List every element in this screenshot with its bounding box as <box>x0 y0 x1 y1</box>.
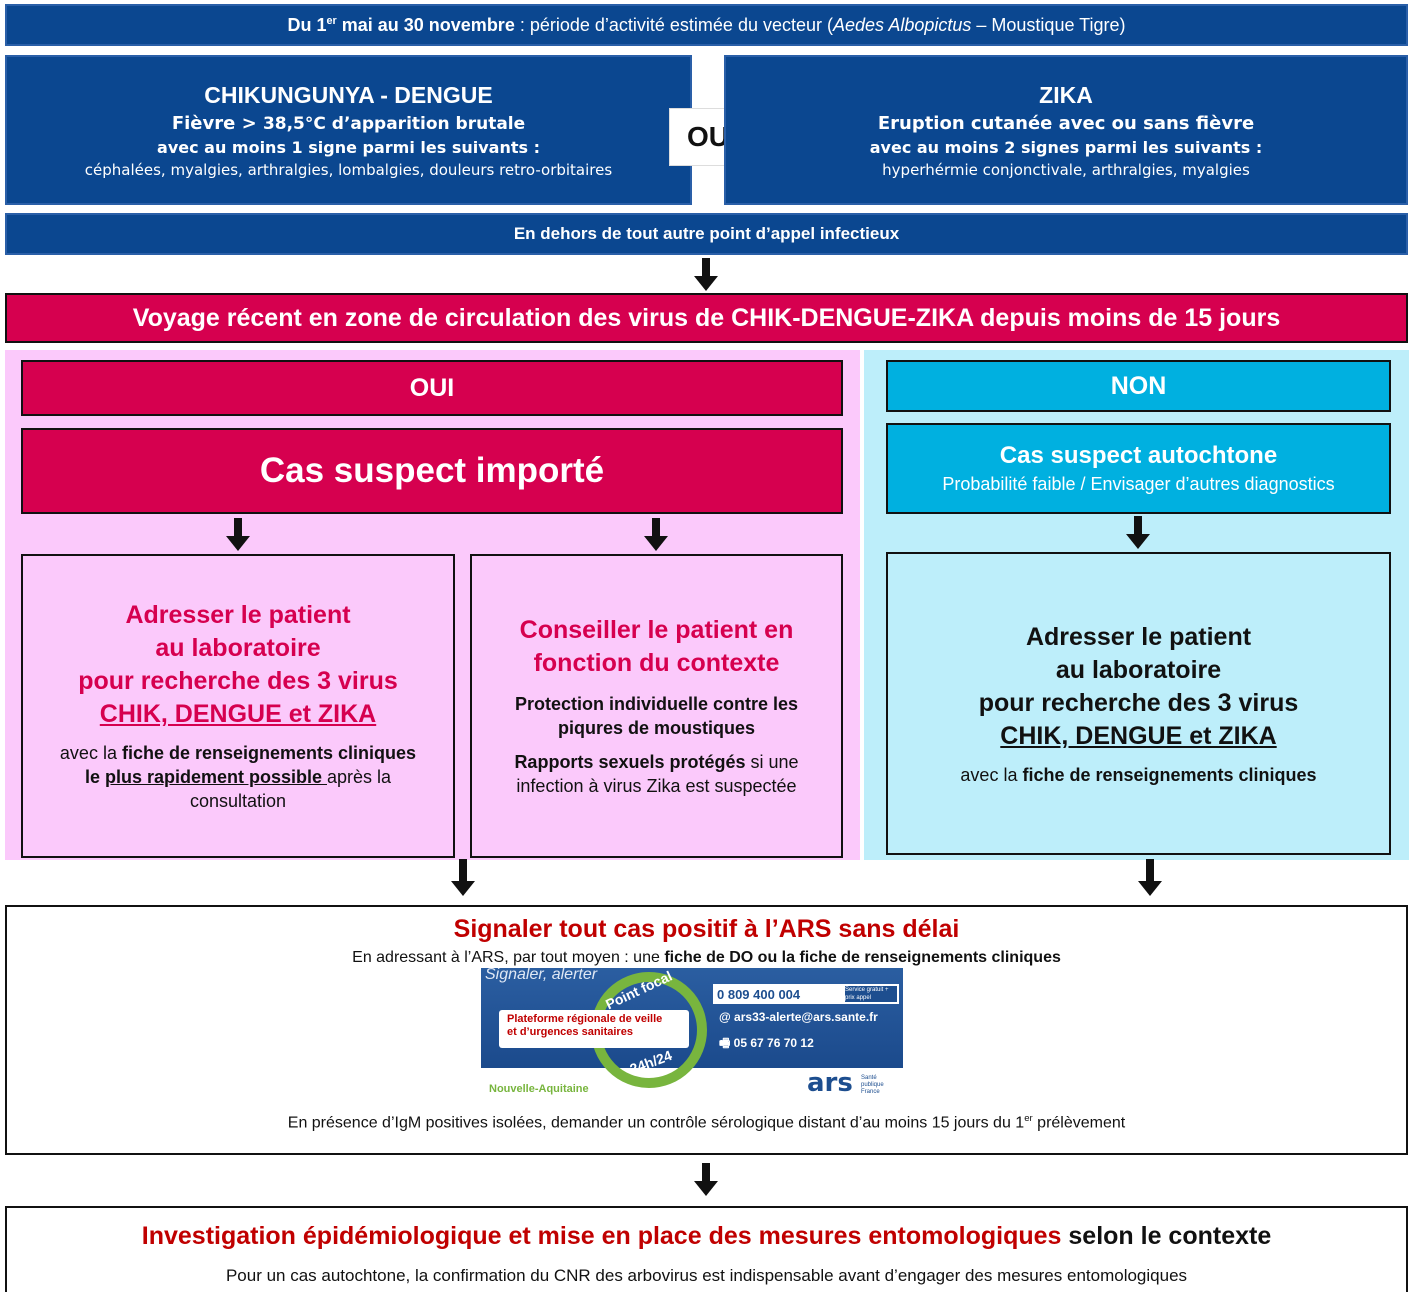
autochthonous-case-title: Cas suspect autochtone <box>999 442 1278 469</box>
arrow-down-icon <box>694 258 718 291</box>
lab-line-4: CHIK, DENGUE et ZIKA <box>99 700 377 728</box>
banner-header: Signaler, alerter <box>485 968 598 983</box>
phone-box: 0 809 400 004 Service gratuit + prix app… <box>713 984 899 1004</box>
oui-lab-referral-box: Adresser le patient au laboratoire pour … <box>21 554 455 858</box>
investigation-subtitle: Pour un cas autochtone, la confirmation … <box>225 1266 1188 1285</box>
arrow-down-icon <box>644 518 668 551</box>
species-name: Aedes Albopictus <box>832 14 972 35</box>
advice-sexual: Rapports sexuels protégés si une infecti… <box>514 752 799 796</box>
advice-line-2: fonction du contexte <box>533 649 780 677</box>
zika-title: ZIKA <box>1039 81 1093 108</box>
phone-number: 0 809 400 004 <box>717 986 801 1002</box>
advice-protection: Protection individuelle contre les piqur… <box>514 694 799 738</box>
investigation-box: Investigation épidémiologique et mise en… <box>5 1206 1408 1292</box>
non-lab-line-4: CHIK, DENGUE et ZIKA <box>1000 722 1277 750</box>
chik-dengue-box: CHIKUNGUNYA - DENGUE Fièvre > 38,5°C d’a… <box>5 55 692 205</box>
non-lab-line-1: Adresser le patient <box>1025 623 1252 651</box>
exclusion-bar: En dehors de tout autre point d’appel in… <box>5 213 1408 255</box>
zika-rash-line: Eruption cutanée avec ou sans fièvre <box>877 112 1255 134</box>
chik-fever-line: Fièvre > 38,5°C d’apparition brutale <box>171 112 526 134</box>
season-dates: Du 1er mai au 30 novembre <box>287 14 515 35</box>
platform-box: Plateforme régionale de veille et d’urge… <box>499 1010 689 1048</box>
arrow-down-icon <box>451 859 475 896</box>
sante-publique-logo: Santé publique France <box>861 1075 884 1095</box>
chik-signs-line: avec au moins 1 signe parmi les suivants… <box>157 137 540 157</box>
signal-title: Signaler tout cas positif à l’ARS sans d… <box>453 915 960 943</box>
non-label: NON <box>886 360 1391 412</box>
arrow-down-icon <box>1126 516 1150 549</box>
ars-logo: ars <box>807 1068 853 1098</box>
travel-condition-bar: Voyage récent en zone de circulation des… <box>5 293 1408 343</box>
lab-form-line: avec la fiche de renseignements clinique… <box>59 743 417 763</box>
at-icon: @ <box>719 1010 731 1024</box>
autochthonous-case-box: Cas suspect autochtone Probabilité faibl… <box>886 423 1391 514</box>
oui-label: OUI <box>21 360 843 416</box>
chik-dengue-title: CHIKUNGUNYA - DENGUE <box>204 81 493 108</box>
zika-symptoms: hyperhérmie conjonctivale, arthralgies, … <box>882 160 1250 179</box>
advice-box: Conseiller le patient en fonction du con… <box>470 554 843 858</box>
fax-line: 🖷 05 67 76 70 12 <box>719 1036 814 1050</box>
ars-alert-banner: Signaler, alerter Point focal 24h/24 Pla… <box>481 968 903 1104</box>
imported-case-title: Cas suspect importé <box>21 428 843 514</box>
advice-line-1: Conseiller le patient en <box>519 616 794 644</box>
arrow-down-icon <box>1138 859 1162 896</box>
zika-box: ZIKA Eruption cutanée avec ou sans fièvr… <box>724 55 1408 205</box>
region-label: Nouvelle-Aquitaine <box>489 1083 589 1095</box>
investigation-title: Investigation épidémiologique et mise en… <box>141 1222 1272 1250</box>
non-lab-line-3: pour recherche des 3 virus <box>978 689 1299 717</box>
phone-note: Service gratuit + prix appel <box>845 986 897 1002</box>
arrow-down-icon <box>694 1163 718 1196</box>
season-banner: Du 1er mai au 30 novembre : période d’ac… <box>5 4 1408 46</box>
chik-symptoms: céphalées, myalgies, arthralgies, lombal… <box>84 160 613 179</box>
lab-line-1: Adresser le patient <box>125 601 351 629</box>
non-lab-form-line: avec la fiche de renseignements clinique… <box>960 765 1317 785</box>
email-line: @ ars33-alerte@ars.sante.fr <box>719 1010 878 1024</box>
lab-timing-line: le plus rapidement possible après la <box>84 767 392 787</box>
lab-line-3: pour recherche des 3 virus <box>78 667 398 695</box>
autochthonous-case-sub: Probabilité faible / Envisager d’autres … <box>942 474 1335 494</box>
non-lab-referral-box: Adresser le patient au laboratoire pour … <box>886 552 1391 855</box>
lab-consult-line: consultation <box>189 791 287 811</box>
lab-line-2: au laboratoire <box>155 634 321 662</box>
zika-signs-line: avec au moins 2 signes parmi les suivant… <box>869 137 1263 157</box>
non-lab-line-2: au laboratoire <box>1055 656 1222 684</box>
fax-icon: 🖷 <box>719 1036 731 1050</box>
signal-box: Signaler tout cas positif à l’ARS sans d… <box>5 905 1408 1155</box>
igm-note: En présence d’IgM positives isolées, dem… <box>287 1113 1126 1132</box>
signal-subtitle: En adressant à l’ARS, par tout moyen : u… <box>352 949 1061 966</box>
arrow-down-icon <box>226 518 250 551</box>
